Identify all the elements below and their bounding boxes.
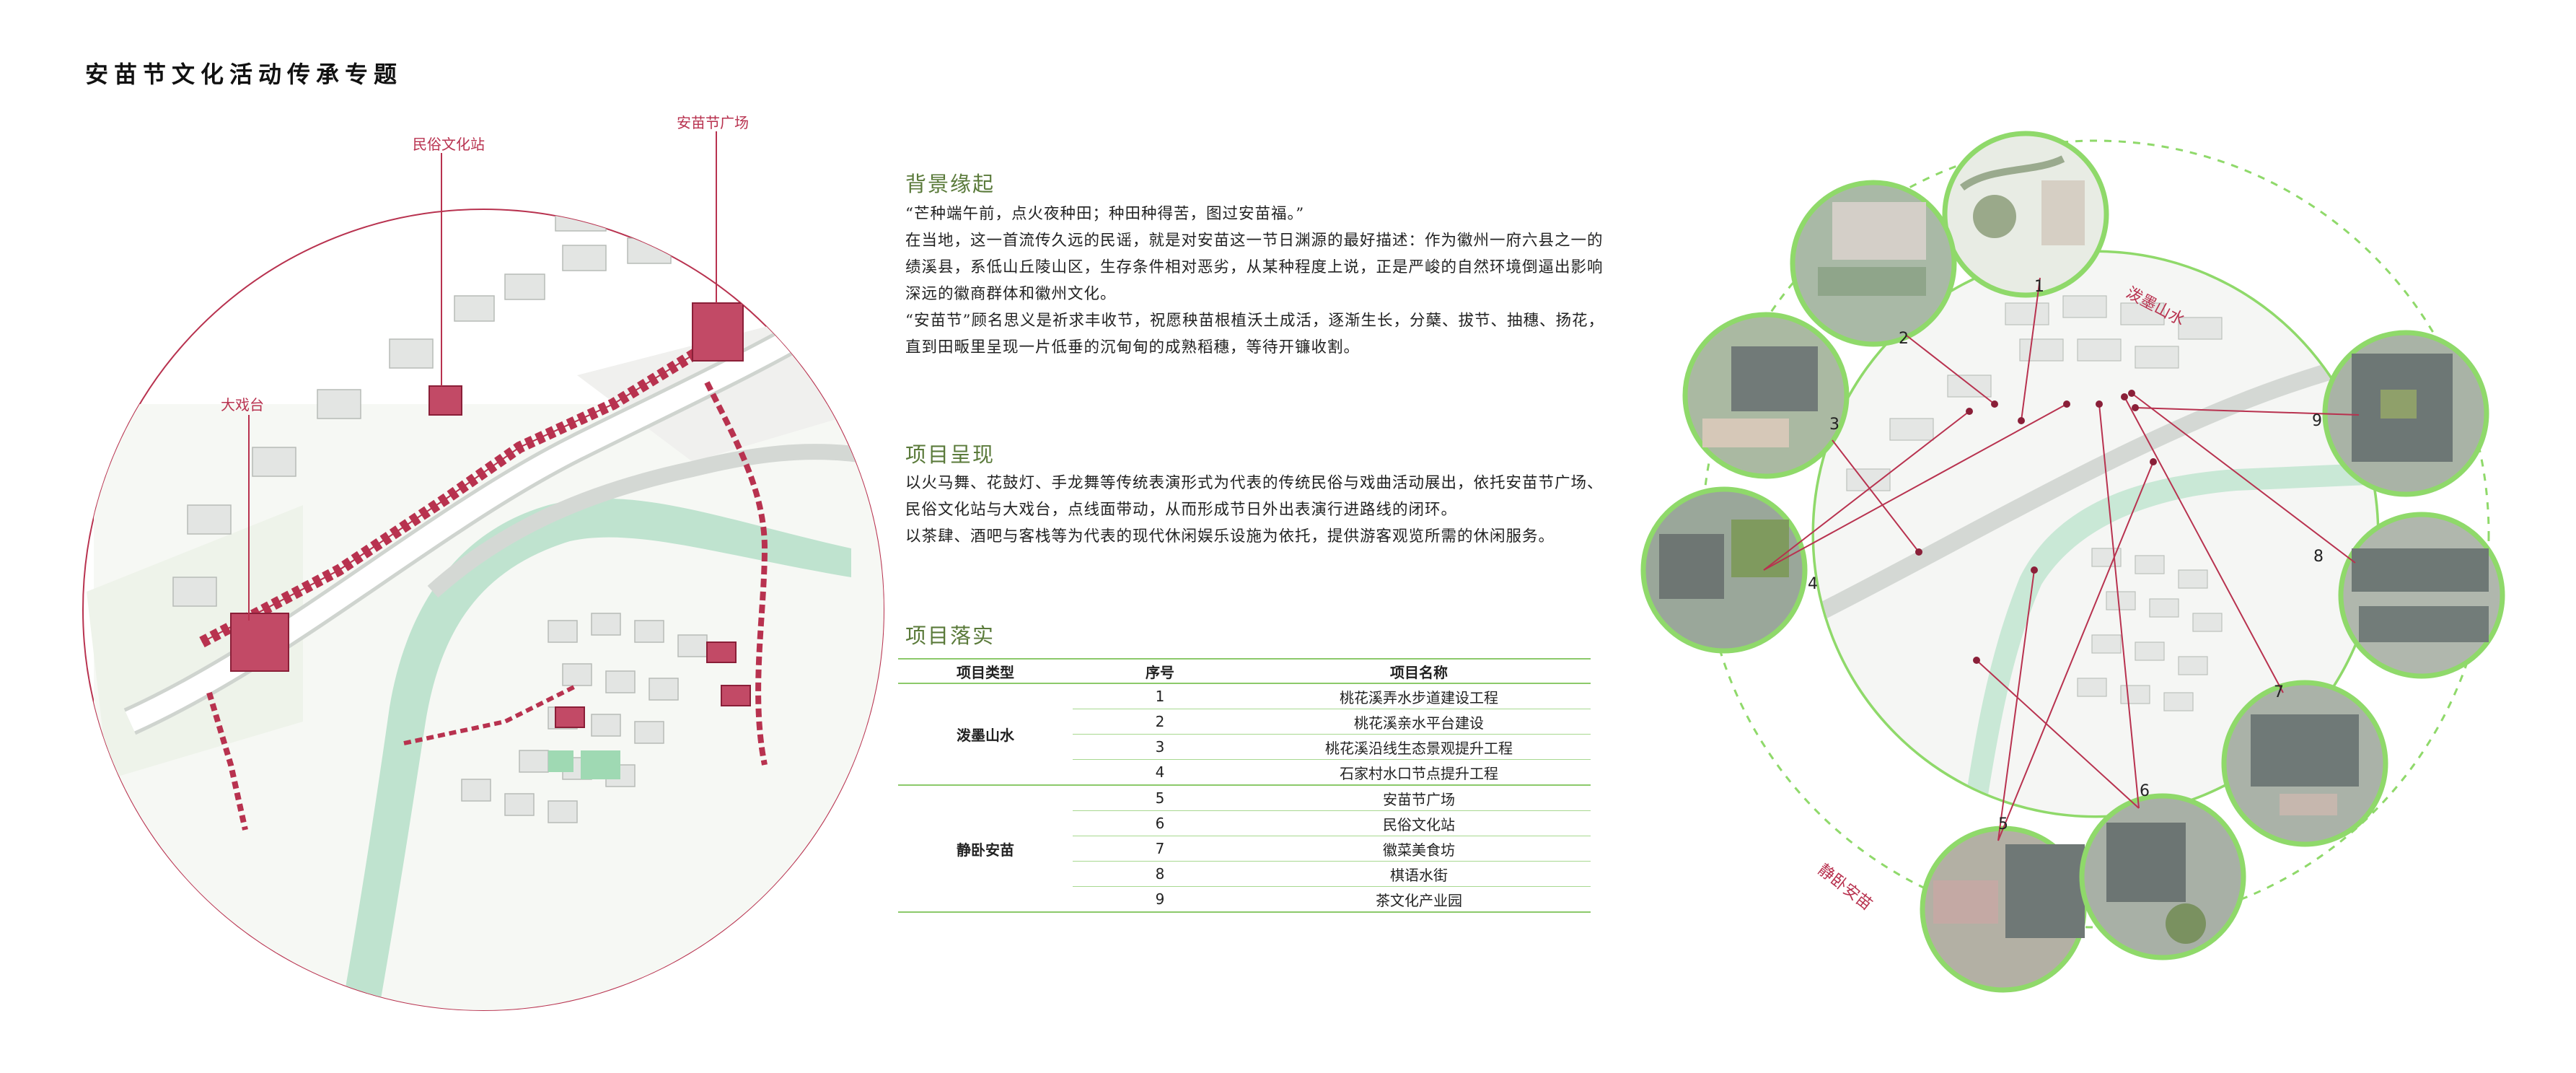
row-name: 茶文化产业园 (1247, 886, 1591, 913)
row-name: 桃花溪弄水步道建设工程 (1247, 683, 1591, 709)
table-row: 2 桃花溪亲水平台建设 (898, 709, 1591, 735)
callout-theatre: 大戏台 (221, 396, 264, 413)
thumbnail-8 (2338, 512, 2505, 679)
number-label-6: 6 (2140, 782, 2150, 800)
row-number: 4 (1073, 759, 1247, 786)
presentation-paragraph: 以火马舞、花鼓灯、手龙舞等传统表演形式为代表的传统民俗与戏曲活动展出，依托安苗节… (905, 474, 1604, 519)
number-label-4: 4 (1808, 575, 1818, 593)
header-no: 序号 (1073, 658, 1247, 684)
number-label-9: 9 (2312, 412, 2322, 430)
row-name: 棋语水街 (1247, 861, 1591, 887)
callout-festival-square: 安苗节广场 (677, 114, 749, 131)
category-cell: 静卧安苗 (898, 785, 1073, 913)
row-number: 6 (1073, 810, 1247, 836)
row-number: 9 (1073, 886, 1247, 913)
row-name: 徽菜美食坊 (1247, 836, 1591, 862)
site-plan-map (82, 131, 884, 1011)
background-paragraph: “安苗节”顾名思义是祈求丰收节，祝愿秧苗根植沃土成活，逐渐生长，分蘖、拔节、抽穗… (905, 312, 1604, 356)
section-title-background: 背景缘起 (905, 172, 995, 196)
thumbnail-7 (2221, 680, 2388, 847)
row-name: 安苗节广场 (1247, 785, 1591, 811)
header-name: 项目名称 (1247, 658, 1591, 684)
row-number: 3 (1073, 734, 1247, 760)
category-cell: 泼墨山水 (898, 683, 1073, 786)
section-title-presentation: 项目呈现 (905, 442, 995, 467)
row-number: 5 (1073, 785, 1247, 811)
presentation-paragraph: 以茶肆、酒吧与客栈等为代表的现代休闲娱乐设施为依托，提供游客观览所需的休闲服务。 (905, 527, 1555, 546)
thumbnail-6 (2079, 793, 2246, 960)
thumbnail-1 (1942, 131, 2109, 298)
row-name: 桃花溪亲水平台建设 (1247, 709, 1591, 735)
row-number: 2 (1073, 709, 1247, 735)
row-name: 石家村水口节点提升工程 (1247, 759, 1591, 786)
number-label-1: 1 (2034, 278, 2044, 296)
table-row: 泼墨山水 1 桃花溪弄水步道建设工程 (898, 683, 1591, 786)
number-label-3: 3 (1829, 416, 1839, 434)
row-name: 民俗文化站 (1247, 810, 1591, 836)
thumbnail-3 (1682, 312, 1850, 479)
page-title: 安苗节文化活动传承专题 (85, 61, 403, 88)
row-number: 7 (1073, 836, 1247, 862)
table-header-row: 项目类型 序号 项目名称 (898, 658, 1591, 684)
header-type: 项目类型 (898, 658, 1073, 684)
thumbnail-5 (1920, 825, 2087, 993)
number-label-5: 5 (1998, 815, 2008, 833)
background-paragraph: “芒种端午前，点火夜种田；种田种得苦，图过安苗福。” (905, 205, 1305, 223)
number-label-8: 8 (2313, 548, 2324, 566)
background-paragraph: 在当地，这一首流传久远的民谣，就是对安苗这一节日渊源的最好描述：作为徽州一府六县… (905, 232, 1604, 303)
callout-folk-station: 民俗文化站 (413, 136, 485, 153)
presentation-text: 以火马舞、花鼓灯、手龙舞等传统表演形式为代表的传统民俗与戏曲活动展出，依托安苗节… (905, 470, 1616, 550)
number-label-2: 2 (1899, 330, 1909, 348)
table-row: 8 棋语水街 (898, 861, 1591, 887)
table-row: 7 徽菜美食坊 (898, 836, 1591, 862)
thumbnail-4 (1640, 486, 1808, 654)
table-row: 9 茶文化产业园 (898, 886, 1591, 913)
thumbnail-2 (1790, 180, 1957, 347)
number-label-7: 7 (2274, 683, 2284, 701)
table-row: 静卧安苗 5 安苗节广场 (898, 785, 1591, 913)
section-title-implementation: 项目落实 (905, 623, 995, 648)
background-text: “芒种端午前，点火夜种田；种田种得苦，图过安苗福。” 在当地，这一首流传久远的民… (905, 201, 1616, 361)
table-row: 3 桃花溪沿线生态景观提升工程 (898, 734, 1591, 760)
row-name: 桃花溪沿线生态景观提升工程 (1247, 734, 1591, 760)
row-number: 8 (1073, 861, 1247, 887)
row-number: 1 (1073, 683, 1247, 709)
table-row: 6 民俗文化站 (898, 810, 1591, 836)
table-row: 4 石家村水口节点提升工程 (898, 759, 1591, 786)
project-table: 项目类型 序号 项目名称 泼墨山水 1 桃花溪弄水步道建设工程 2 桃花溪亲水平… (898, 658, 1591, 913)
thumbnail-9 (2322, 330, 2489, 497)
